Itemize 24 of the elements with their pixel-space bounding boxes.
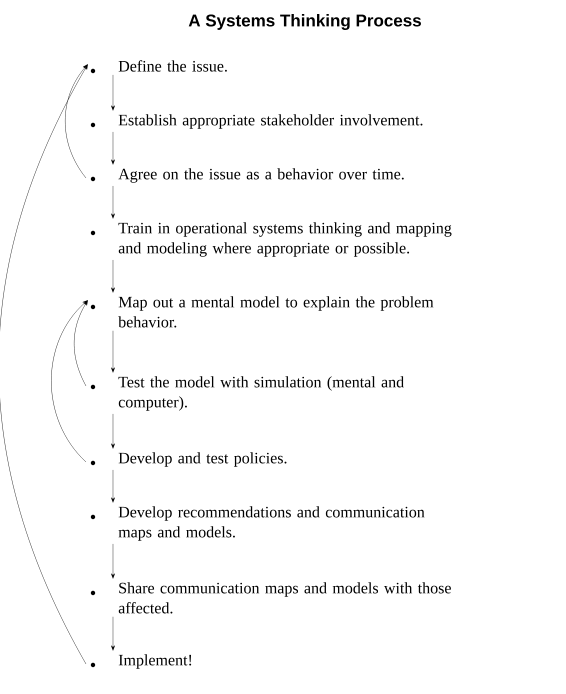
list-item: Agree on the issue as a behavior over time.	[118, 168, 404, 183]
list-item: Implement!	[118, 654, 192, 669]
list-item: Share communication maps and models with those affected.	[118, 582, 451, 614]
list-item: Define the issue.	[118, 60, 227, 72]
list-item: Train in operational systems thinking and mapping and modeling where appropriate or possible.	[118, 222, 452, 257]
arrow	[111, 414, 115, 449]
arrow	[111, 186, 115, 219]
list-item: Establish appropriate stakeholder involvement.	[118, 114, 422, 129]
arrow	[74, 300, 88, 386]
arrow	[0, 64, 88, 664]
arrow	[111, 260, 115, 293]
arrow	[111, 132, 115, 165]
arrow	[111, 470, 115, 503]
title: A Systems Thinking Process	[188, 14, 421, 30]
arrow	[111, 330, 115, 373]
list-item: Map out a mental model to explain the problem behavior.	[118, 296, 434, 328]
list-item: Develop recommendations and communication maps and models.	[118, 506, 425, 541]
list-item: Develop and test policies.	[118, 452, 286, 467]
arrow	[111, 616, 115, 651]
list-item: Test the model with simulation (mental and computer).	[118, 376, 404, 411]
arrow	[111, 544, 115, 579]
arrow	[64, 64, 88, 178]
arrow	[51, 300, 88, 462]
arrow	[111, 74, 115, 111]
